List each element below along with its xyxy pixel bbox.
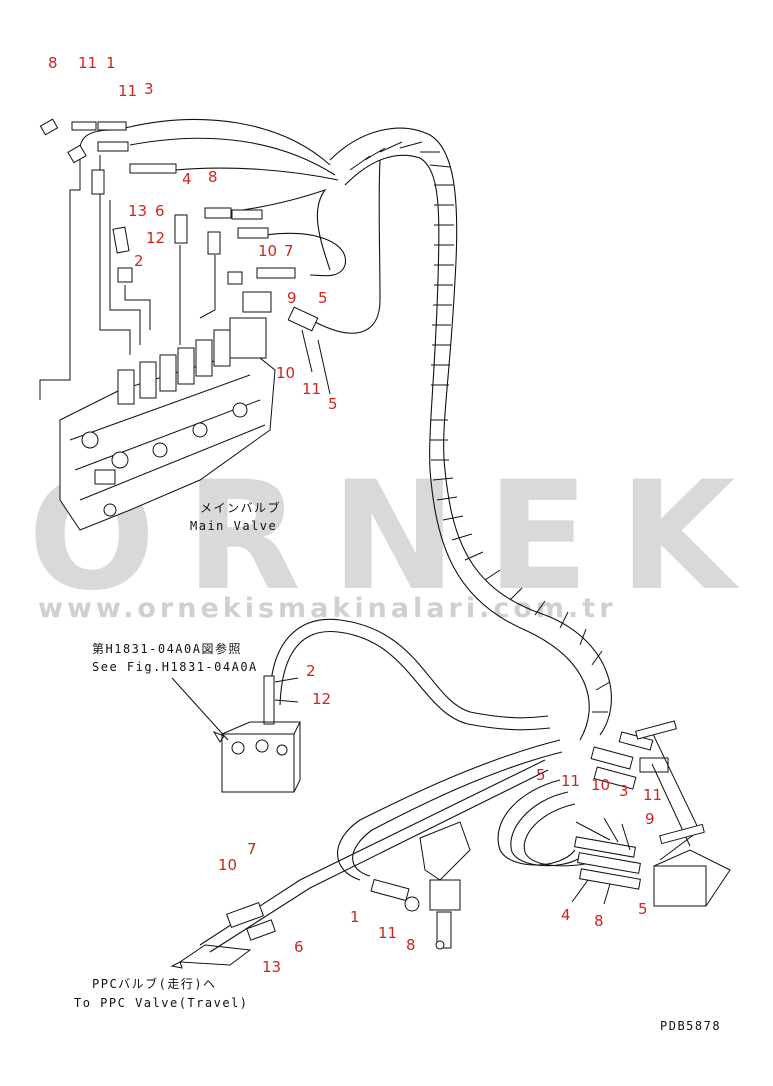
callout: 6 (294, 938, 304, 956)
see-fig-label-en: See Fig.H1831-04A0A (92, 660, 258, 674)
callout: 4 (561, 906, 571, 924)
right-fittings (574, 720, 731, 907)
callout: 11 (643, 786, 662, 804)
callout: 4 (182, 170, 192, 188)
callout: 8 (208, 168, 218, 186)
callouts: 8 11 1 11 3 4 8 13 6 12 2 10 7 9 5 10 11… (48, 54, 662, 976)
drawing-number: PDB5878 (660, 1019, 721, 1033)
callout: 5 (318, 289, 328, 307)
main-valve-label-en: Main Valve (190, 519, 277, 533)
main-valve-block (59, 317, 276, 531)
callout: 2 (134, 252, 144, 270)
watermark-url: www.ornekismakinalari.com.tr (38, 593, 617, 624)
upper-hose-bundle (39, 118, 381, 400)
callout: 1 (106, 54, 116, 72)
callout: 12 (312, 690, 331, 708)
callout: 7 (284, 242, 294, 260)
callout: 13 (262, 958, 281, 976)
callout: 5 (536, 766, 546, 784)
callout: 10 (276, 364, 295, 382)
upper-fittings (39, 118, 319, 332)
callout: 10 (218, 856, 237, 874)
callout: 11 (378, 924, 397, 942)
callout: 5 (328, 395, 338, 413)
callout: 3 (619, 782, 629, 800)
callout: 7 (247, 840, 257, 858)
callout: 8 (48, 54, 58, 72)
leader-lines (274, 329, 631, 905)
ppc-valve-assembly (171, 618, 551, 793)
callout: 2 (306, 662, 316, 680)
callout: 10 (591, 776, 610, 794)
callout: 6 (155, 202, 165, 220)
callout: 9 (645, 810, 655, 828)
callout: 8 (406, 936, 416, 954)
main-valve-label-jp: メインバルブ (200, 500, 281, 515)
callout: 8 (594, 912, 604, 930)
callout: 3 (144, 80, 154, 98)
callout: 11 (302, 380, 321, 398)
spiral-wrap-conduit (329, 127, 612, 741)
callout: 11 (118, 82, 137, 100)
callout: 12 (146, 229, 165, 247)
callout: 10 (258, 242, 277, 260)
see-fig-label-jp: 第H1831-04A0A図参照 (92, 641, 242, 656)
lower-hose-bundle (170, 739, 586, 969)
callout: 5 (638, 900, 648, 918)
watermark: ORNEK www.ornekismakinalari.com.tr (28, 450, 735, 624)
callout: 11 (561, 772, 580, 790)
ppc-label-jp: PPCバルブ(走行)へ (92, 976, 217, 991)
callout: 11 (78, 54, 97, 72)
callout: 1 (350, 908, 360, 926)
callout: 9 (287, 289, 297, 307)
callout: 13 (128, 202, 147, 220)
ppc-label-en: To PPC Valve(Travel) (74, 996, 249, 1010)
bracket-center (419, 821, 471, 950)
